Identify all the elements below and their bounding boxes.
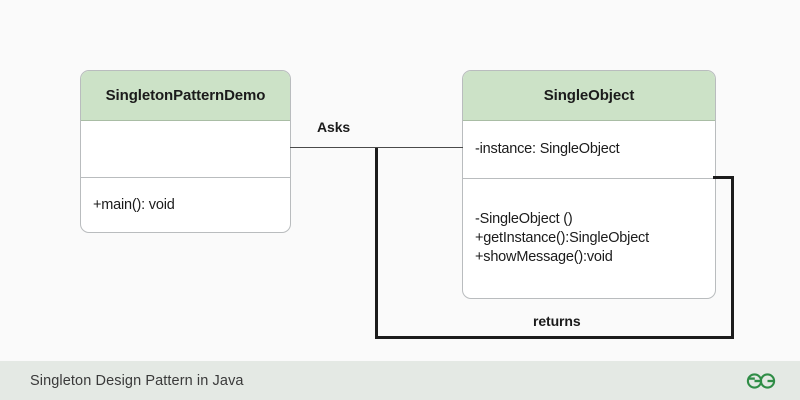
geeksforgeeks-logo: [744, 371, 778, 391]
uml-operations-singleobject: -SingleObject () +getInstance():SingleOb…: [463, 178, 715, 298]
uml-attribute-instance: -instance: SingleObject: [475, 141, 620, 157]
uml-operation-constructor: -SingleObject (): [475, 211, 573, 227]
uml-operation-getinstance: +getInstance():SingleObject: [475, 230, 649, 246]
uml-class-header-singletonpatterndemo: SingletonPatternDemo: [81, 71, 290, 121]
uml-class-name-singletonpatterndemo: SingletonPatternDemo: [105, 87, 266, 104]
uml-class-name-singleobject: SingleObject: [543, 87, 635, 104]
connector-label-asks: Asks: [317, 119, 351, 135]
connector-label-returns: returns: [533, 313, 581, 329]
uml-class-header-singleobject: SingleObject: [463, 71, 715, 121]
connector-returns-bottom-horizontal: [375, 336, 734, 339]
connector-returns-right-vertical: [731, 176, 734, 339]
footer-caption: Singleton Design Pattern in Java: [30, 372, 244, 389]
uml-attributes-singleobject: -instance: SingleObject: [463, 121, 715, 178]
connector-asks-line: [290, 147, 463, 148]
uml-operation-main: +main(): void: [93, 196, 175, 213]
uml-class-singleobject[interactable]: SingleObject -instance: SingleObject -Si…: [462, 70, 716, 299]
footer-bar: Singleton Design Pattern in Java: [0, 361, 800, 400]
uml-attributes-singletonpatterndemo: [81, 121, 290, 177]
connector-returns-left-vertical: [375, 148, 378, 339]
uml-operation-showmessage: +showMessage():void: [475, 249, 613, 265]
connector-returns-stub: [713, 176, 734, 179]
uml-operations-singletonpatterndemo: +main(): void: [81, 177, 290, 232]
uml-class-singletonpatterndemo[interactable]: SingletonPatternDemo +main(): void: [80, 70, 291, 233]
